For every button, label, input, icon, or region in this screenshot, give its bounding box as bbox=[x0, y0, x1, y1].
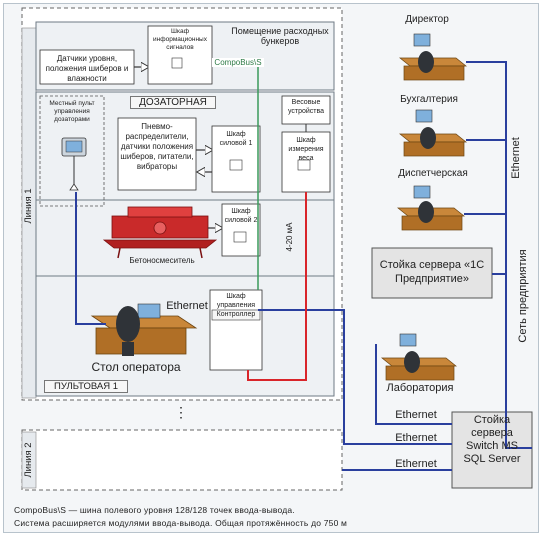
line-2-area bbox=[21, 429, 343, 491]
pneumo-box bbox=[117, 117, 197, 191]
station-laboratory-drawing bbox=[381, 333, 457, 381]
compobus-label: CompoBus\S bbox=[212, 58, 264, 67]
current-loop-link bbox=[247, 192, 307, 381]
local-console-label: Местный пульт управления дозаторами bbox=[49, 100, 95, 123]
local-console-box bbox=[39, 95, 105, 207]
power-cabinet-2-box bbox=[221, 203, 261, 257]
current-loop-label: 4-20 мА bbox=[285, 222, 294, 252]
room-batching-title: ДОЗАТОРНАЯ bbox=[130, 96, 216, 109]
weighing-devices-box bbox=[281, 95, 331, 125]
pneumo-label: Пневмо- распределители, датчики положени… bbox=[120, 122, 194, 171]
ethernet-line1-label: Ethernet bbox=[395, 432, 437, 444]
station-dispatch-label: Диспетчерская bbox=[398, 168, 468, 179]
caption-line-1: CompoBus\S — шина полевого уровня 128/12… bbox=[14, 505, 295, 515]
control-cabinet-label: Шкаф управления bbox=[216, 293, 256, 309]
power-cabinet-1-box bbox=[211, 125, 261, 193]
station-dispatch-drawing bbox=[397, 185, 465, 231]
room-bins-title: Помещение расходных бункеров bbox=[231, 26, 329, 46]
station-accounting-label: Бухгалтерия bbox=[400, 94, 458, 105]
line-1-label: Линия 1 bbox=[23, 188, 34, 224]
level-sensors-label: Датчики уровня, положения шиберов и влаж… bbox=[45, 54, 129, 83]
ethernet-lab-label: Ethernet bbox=[395, 409, 437, 421]
ethernet-operator-label: Ethernet bbox=[166, 300, 208, 312]
operator-desk-drawing bbox=[90, 303, 198, 356]
power-cabinet-1-label: Шкаф силовой 1 bbox=[219, 131, 253, 147]
line-2-label: Линия 2 bbox=[23, 442, 34, 478]
station-director-drawing bbox=[399, 33, 467, 81]
server-main-box bbox=[451, 411, 533, 489]
station-laboratory-label: Лаборатория bbox=[386, 382, 454, 394]
ethernet-links bbox=[75, 61, 532, 471]
control-cabinet-box bbox=[209, 289, 263, 371]
server-main-label: Стойка сервера Switch MS SQL Server bbox=[463, 414, 521, 465]
server-1c-box bbox=[371, 247, 493, 299]
ellipsis-label: ⋮ bbox=[174, 404, 188, 420]
ethernet-line2-label: Ethernet bbox=[395, 458, 437, 470]
ethernet-backbone-label: Ethernet bbox=[510, 137, 522, 179]
info-cabinet-label: Шкаф информационных сигналов bbox=[153, 28, 207, 51]
info-cabinet-box bbox=[147, 25, 213, 85]
caption-line-2: Система расширяется модулями ввода-вывод… bbox=[14, 518, 348, 528]
weighing-devices-label: Весовые устройства bbox=[287, 99, 325, 115]
concrete-mixer-label: Бетоносмеситель bbox=[129, 256, 195, 265]
server-1c-label: Стойка сервера «1С Предприятие» bbox=[379, 259, 485, 285]
operator-desk-label: Стол оператора bbox=[91, 360, 181, 374]
enterprise-network-label: Сеть предприятия bbox=[517, 249, 529, 343]
weighing-cabinet-label: Шкаф измерения веса bbox=[288, 137, 324, 162]
power-cabinet-2-label: Шкаф силовой 2 bbox=[224, 208, 258, 224]
station-accounting-drawing bbox=[399, 109, 467, 157]
room-operator-title: ПУЛЬТОВАЯ 1 bbox=[44, 380, 128, 393]
controller-label: Контроллер bbox=[216, 311, 256, 318]
station-director-label: Директор bbox=[405, 14, 449, 25]
concrete-mixer-drawing bbox=[102, 206, 218, 259]
line-2-strip bbox=[21, 431, 37, 489]
